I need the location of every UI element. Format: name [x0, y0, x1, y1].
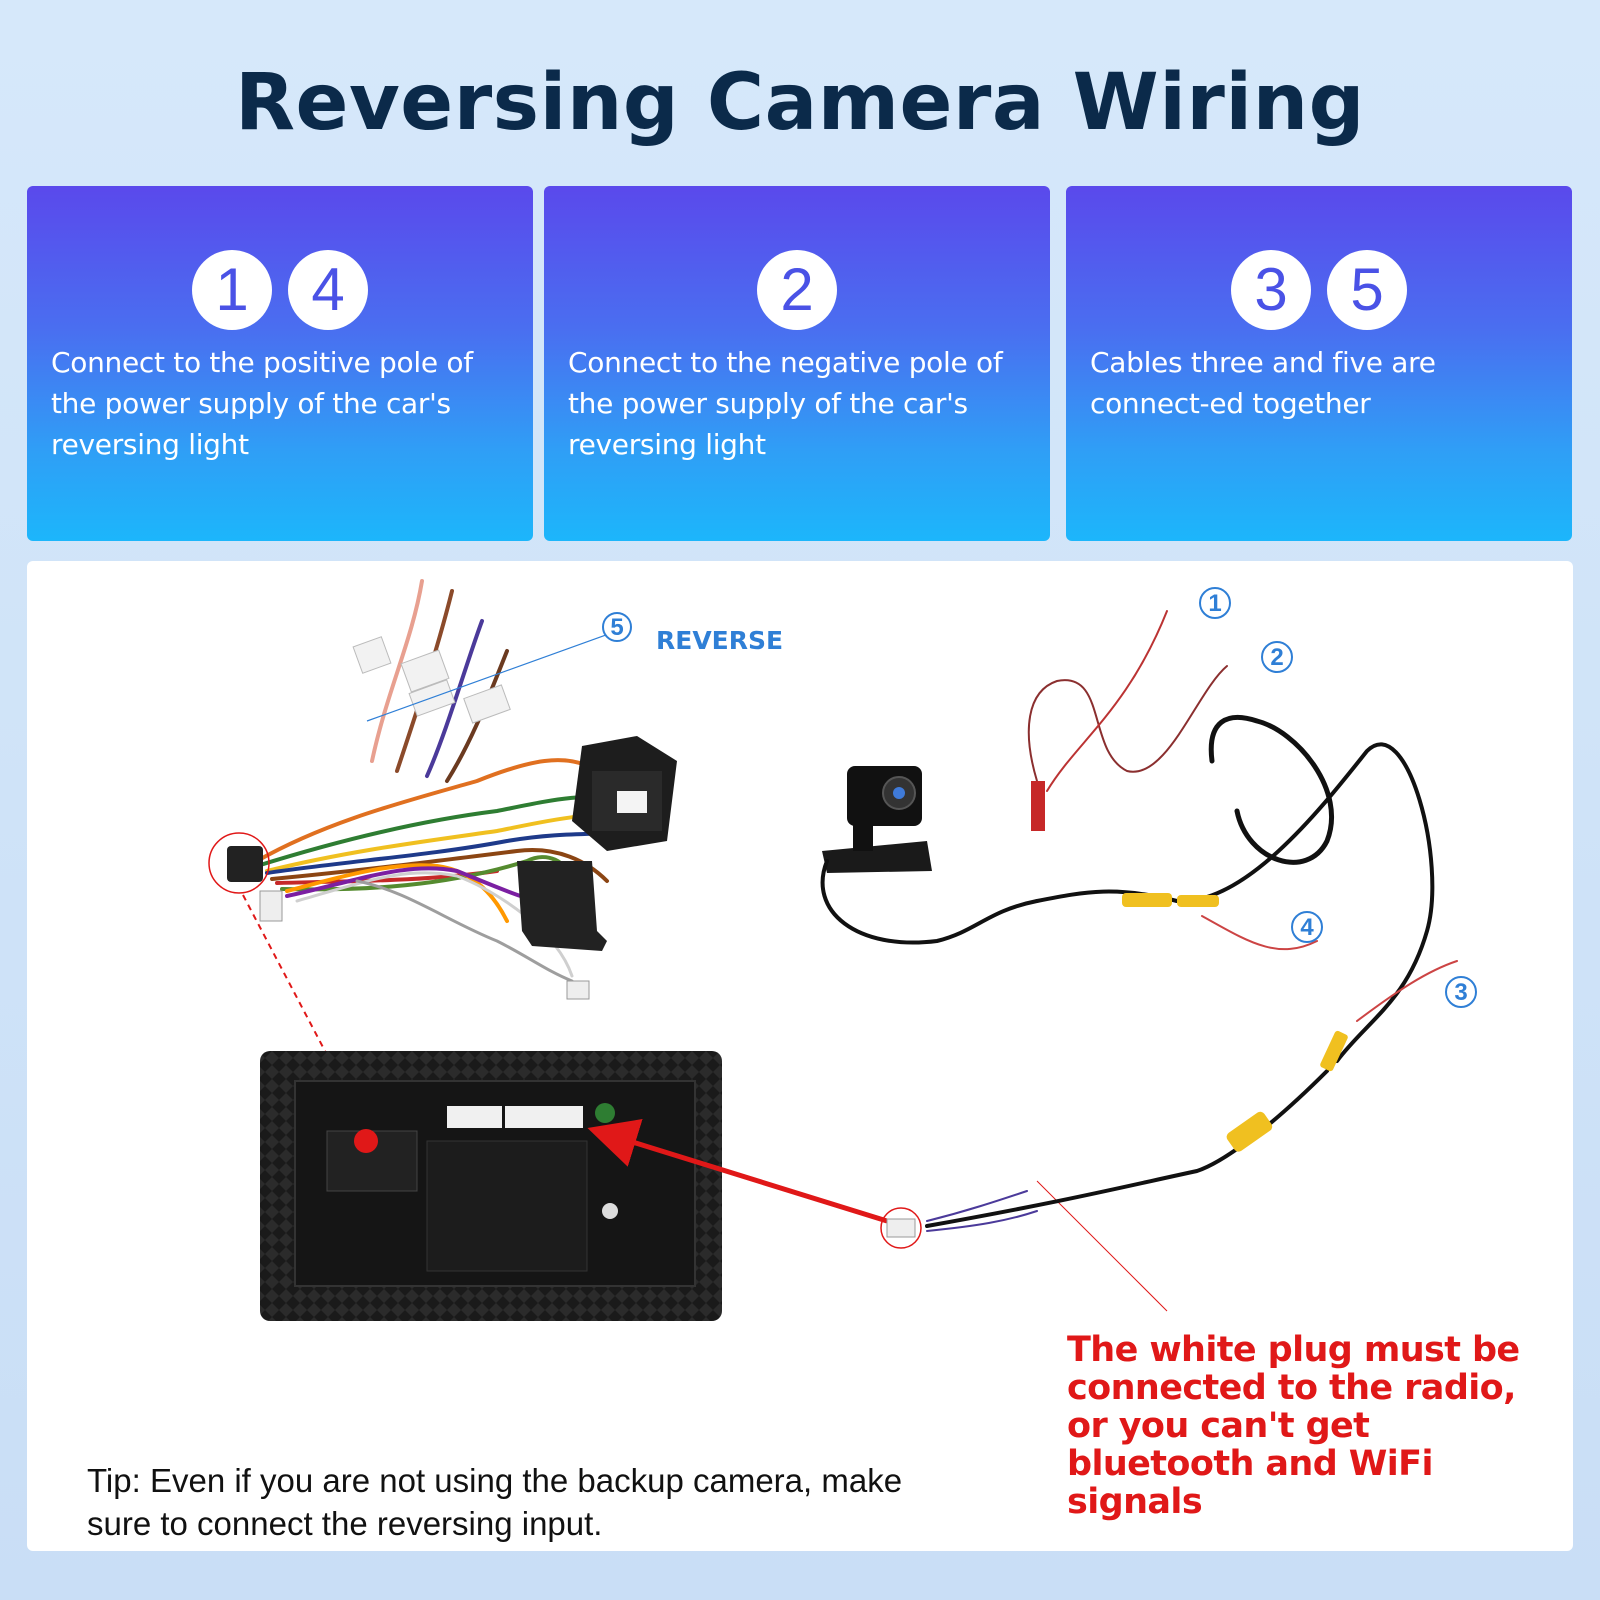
camera-cables — [820, 610, 1458, 1232]
rca-connectors — [1031, 781, 1348, 1152]
callout-4: 4 — [1291, 911, 1323, 943]
reverse-port-dot — [354, 1129, 378, 1153]
wiring-diagram: 5 — [27, 561, 1573, 1551]
callout-number: 4 — [1300, 914, 1314, 941]
callout-2: 2 — [1261, 641, 1293, 673]
card-description: Connect to the positive pole of the powe… — [51, 346, 473, 461]
harness-tags — [352, 636, 511, 724]
callout-number: 3 — [1454, 979, 1467, 1006]
wiring-illustration: 5 — [208, 579, 1477, 1321]
callout-number: 1 — [1208, 590, 1221, 617]
highlight-circle — [208, 832, 270, 894]
tip-note: Tip: Even if you are not using the backu… — [87, 1462, 903, 1542]
callout-1: 1 — [1199, 587, 1231, 619]
callout-circle — [602, 612, 632, 642]
badge-number: 2 — [757, 250, 837, 330]
page-title: Reversing Camera Wiring — [234, 58, 1365, 148]
card-description: Cables three and five are connect-ed tog… — [1090, 346, 1436, 420]
callout-3: 3 — [1445, 976, 1477, 1008]
highlight-circle — [880, 1207, 922, 1249]
card-description: Connect to the negative pole of the powe… — [568, 346, 1003, 461]
card-negative-pole: 2 Connect to the negative pole of the po… — [544, 186, 1050, 541]
white-plug — [886, 1218, 916, 1238]
radio-unit — [260, 1051, 722, 1321]
badge-number: 1 — [192, 250, 272, 330]
badge-number: 4 — [288, 250, 368, 330]
reverse-leader-line — [366, 630, 618, 722]
card-badges: 2 — [544, 250, 1050, 330]
harness-connectors — [227, 736, 677, 1000]
badge-number: 5 — [1327, 250, 1407, 330]
warning-note: The white plug must be connected to the … — [1067, 1330, 1520, 1522]
callout-number: 2 — [1270, 644, 1283, 671]
callout-number: 5 — [610, 614, 623, 641]
badge-number: 3 — [1231, 250, 1311, 330]
reverse-label: REVERSE — [656, 626, 784, 655]
plug-arrow — [587, 1118, 888, 1224]
backup-camera — [822, 766, 932, 873]
